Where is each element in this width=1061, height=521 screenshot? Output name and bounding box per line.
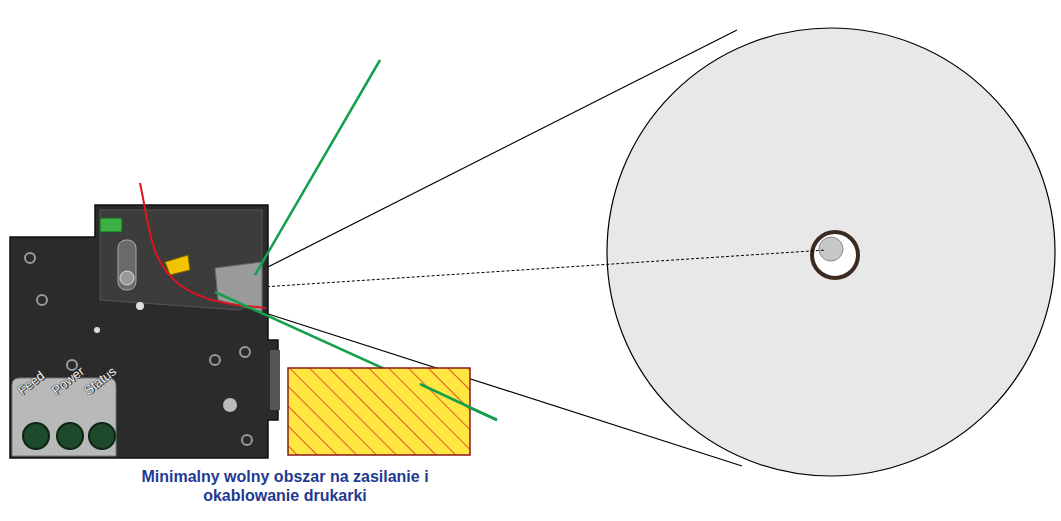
pivot-arm (118, 240, 136, 290)
roll-spindle (819, 237, 843, 261)
roll-core (812, 232, 858, 278)
paper-roll (607, 28, 1055, 476)
latch (165, 255, 190, 275)
area-caption: Minimalny wolny obszar na zasilanie i ok… (135, 467, 435, 505)
axis-line (262, 250, 826, 287)
printer-body (10, 205, 278, 458)
clearance-area (288, 368, 470, 455)
tangent-line (262, 312, 742, 466)
lever (100, 218, 122, 232)
angle-line (255, 60, 380, 275)
buttons (23, 423, 115, 449)
paper-path (140, 183, 266, 308)
tangent-line (258, 30, 737, 272)
pivot (120, 271, 134, 285)
connector-port (270, 350, 280, 410)
